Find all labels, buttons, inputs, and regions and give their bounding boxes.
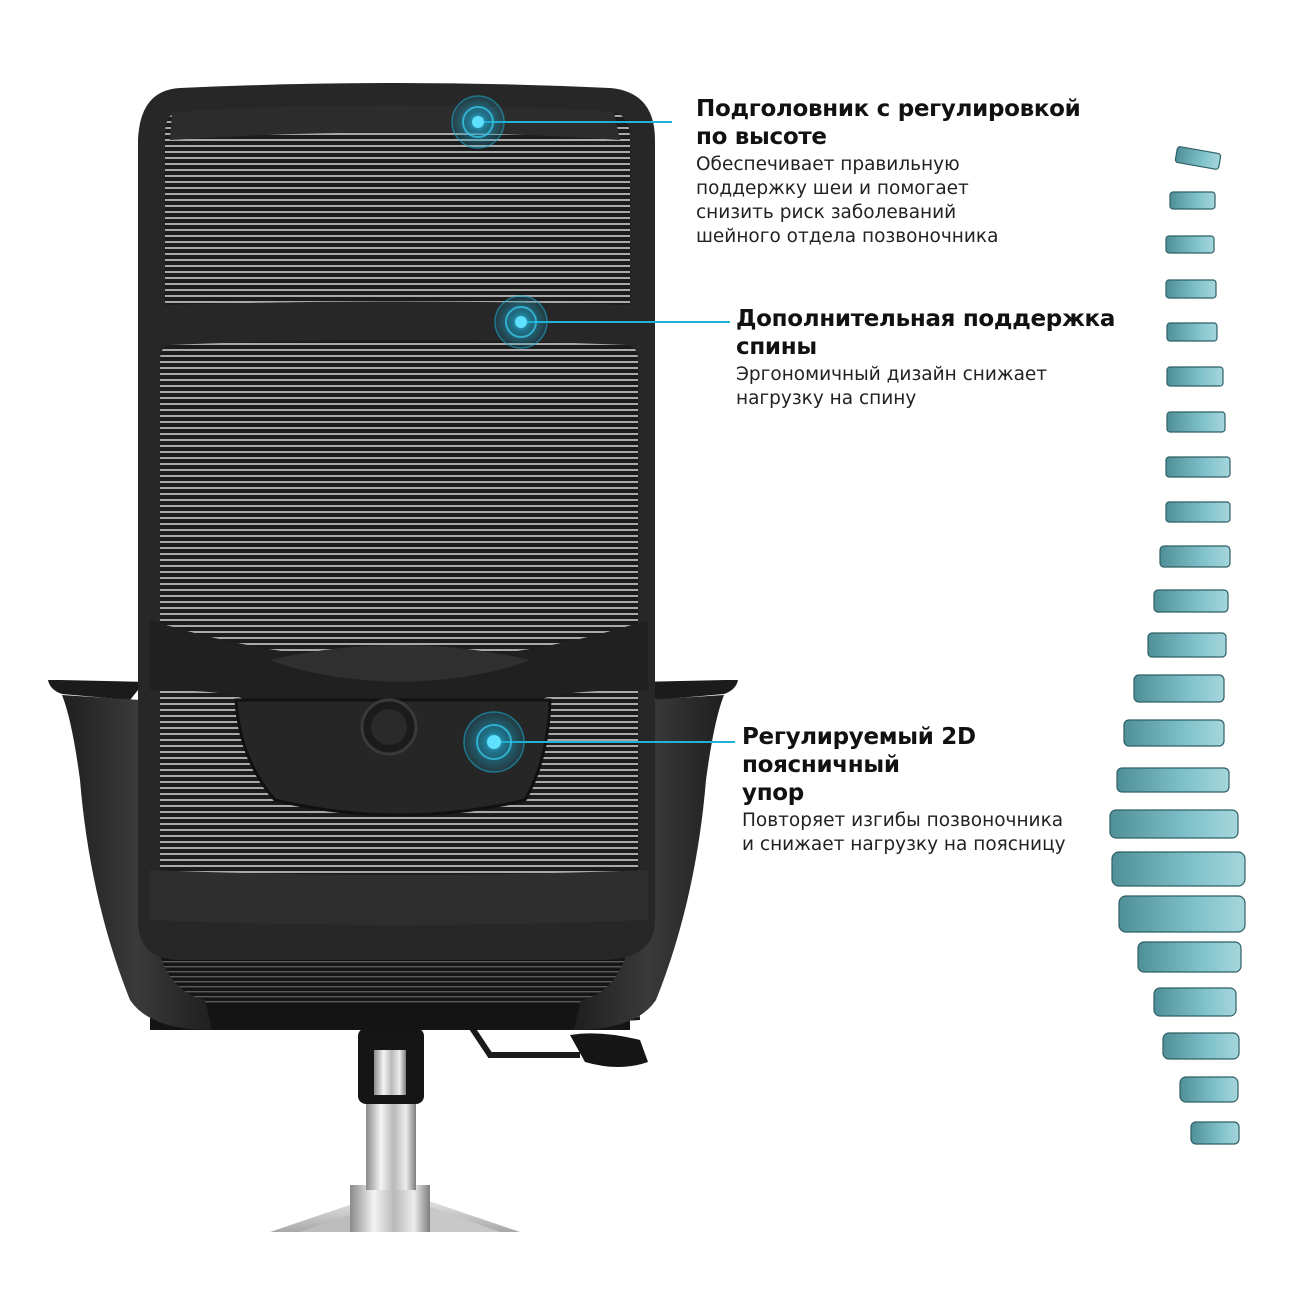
callout-title: Дополнительная поддержка спины (736, 306, 1116, 360)
chair-base (270, 1185, 520, 1232)
callout-description: Обеспечивает правильную поддержку шеи и … (696, 154, 999, 247)
hotspot-headrest (451, 95, 672, 149)
callout-headrest: Подголовник с регулировкой по высоте Обе… (696, 95, 1096, 249)
hotspot-back-support (494, 295, 730, 349)
hotspot-lumbar (463, 711, 735, 773)
gas-lift (358, 1023, 648, 1190)
chair-backrest (138, 83, 655, 960)
callout-title: Подголовник с регулировкой по высоте (696, 96, 1081, 150)
callout-description: Эргономичный дизайн снижает нагрузку на … (736, 364, 1048, 409)
callout-lumbar-support: Регулируемый 2D поясничный упор Повторяе… (742, 723, 1132, 857)
callout-title: Регулируемый 2D поясничный упор (742, 724, 976, 806)
left-armrest (48, 680, 212, 1030)
spine-illustration (1109, 146, 1246, 1145)
callout-description: Повторяет изгибы позвоночника и снижает … (742, 810, 1066, 855)
callout-back-support: Дополнительная поддержка спины Эргономич… (736, 305, 1116, 411)
